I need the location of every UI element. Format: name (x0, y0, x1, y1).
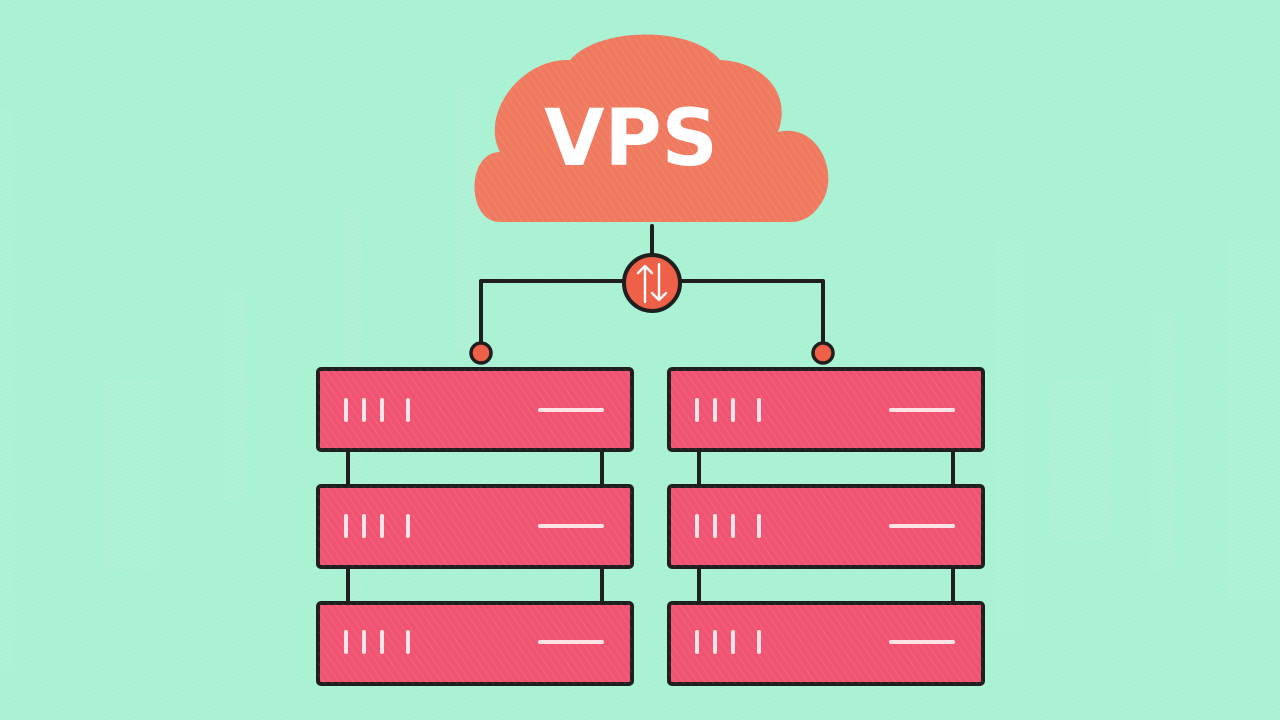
drive-bays (344, 514, 604, 538)
server-unit (316, 484, 634, 569)
background-bar (104, 380, 160, 570)
background-bar (455, 90, 479, 350)
background-bar (1150, 310, 1174, 570)
sync-node (622, 253, 682, 313)
background-bar (1050, 380, 1110, 540)
cloud-label: VPS (544, 94, 718, 184)
drive-bays (344, 398, 604, 422)
background-bar (1228, 240, 1280, 600)
server-unit (667, 484, 985, 569)
network-connectors (479, 224, 825, 352)
server-unit (667, 601, 985, 686)
server-rack-left (316, 367, 634, 686)
sync-node-circle (622, 253, 682, 313)
cloud-texture (474, 34, 829, 222)
background-bar (995, 240, 1023, 630)
left-rack-connection-dot (469, 341, 493, 365)
drive-bays (695, 398, 955, 422)
switch-to-left-rack-line (479, 279, 626, 352)
cloud: VPS (474, 34, 829, 222)
server-unit (667, 367, 985, 452)
server-rack-right (667, 367, 985, 686)
background-bar (224, 290, 246, 500)
drive-bays (695, 514, 955, 538)
switch-to-right-rack-line (678, 279, 825, 352)
drive-bays (344, 630, 604, 654)
right-rack-connection-dot (811, 341, 835, 365)
server-unit (316, 367, 634, 452)
drive-bays (695, 630, 955, 654)
background-bar (0, 110, 14, 670)
sync-arrows-icon (636, 262, 668, 304)
server-unit (316, 601, 634, 686)
